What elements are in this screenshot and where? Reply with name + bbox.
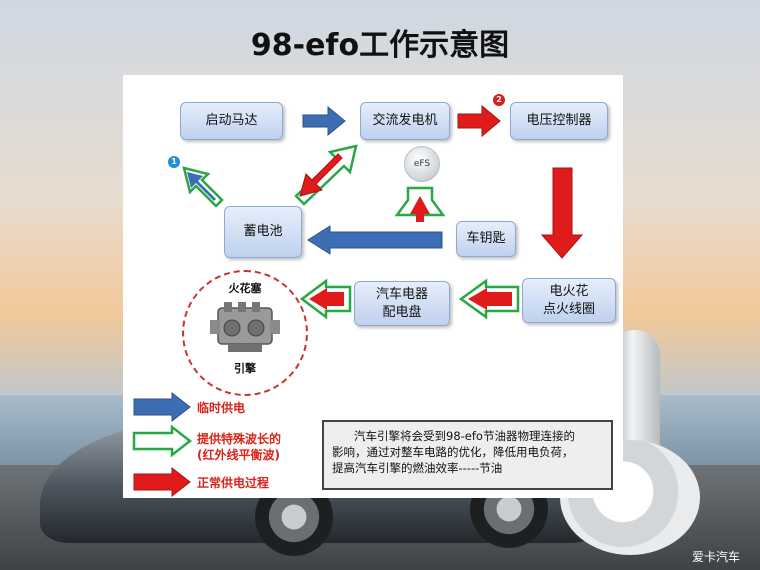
box-alternator-label: 交流发电机 (372, 113, 438, 128)
arrow-battery-to-alternator-green (294, 144, 358, 206)
box-starter-motor: 启动马达 (180, 102, 283, 140)
arrow-key-to-battery (307, 225, 443, 255)
arrow-battery-to-badge1-blue (187, 172, 216, 201)
arrow-regulator-to-ignition (540, 167, 584, 259)
box-ignition-coil: 电火花 点火线圈 (522, 278, 616, 323)
legend-green-arrow (132, 424, 193, 458)
arrow-alternator-to-battery (299, 153, 343, 197)
box-alternator: 交流发电机 (360, 102, 450, 140)
arrow-key-to-efs-green (394, 186, 446, 217)
box-battery-label: 蓄电池 (243, 224, 283, 239)
badge-two: 2 (493, 94, 505, 106)
efs-device: eFS (404, 146, 440, 182)
box-ignition-coil-line2: 点火线圈 (542, 301, 595, 317)
box-starter-motor-label: 启动马达 (205, 113, 258, 128)
box-car-key: 车钥匙 (456, 221, 516, 257)
arrow-alternator-to-regulator (457, 104, 501, 138)
spark-plug-label: 火花塞 (228, 282, 262, 295)
note-line3: 提高汽车引擎的燃油效率-----节油 (332, 461, 503, 475)
box-distributor-line2: 配电盘 (382, 304, 422, 320)
box-battery: 蓄电池 (224, 206, 302, 258)
box-ignition-coil-line1: 电火花 (549, 283, 589, 299)
legend-green-label-line1: 提供特殊波长的 (197, 432, 282, 446)
watermark: 爱卡汽车 (692, 550, 741, 564)
box-distributor-line1: 汽车电器 (375, 286, 428, 302)
arrow-starter-to-alternator (302, 105, 346, 137)
badge-one: 1 (168, 156, 180, 168)
arrow-ignition-to-distributor-red (468, 288, 512, 310)
legend-red-label: 正常供电过程 (197, 476, 270, 490)
engine-circle: 火花塞 引擎 (182, 270, 308, 396)
arrow-key-to-efs-red (410, 196, 430, 222)
legend-green-label-line2: (红外线平衡波) (197, 448, 280, 462)
arrow-distributor-to-engine-red (309, 288, 344, 310)
explanation-note: 汽车引擎将会受到98-efo节油器物理连接的 影响，通过对整车电路的优化，降低用… (322, 420, 613, 490)
arrow-battery-to-badge1-green (182, 166, 224, 208)
note-line2: 影响，通过对整车电路的优化，降低用电负荷， (332, 445, 574, 459)
engine-label: 引擎 (234, 362, 256, 375)
box-car-key-label: 车钥匙 (466, 231, 506, 246)
legend-blue-arrow (133, 391, 191, 423)
note-line1: 汽车引擎将会受到98-efo节油器物理连接的 (354, 429, 575, 443)
page-title: 98-efo工作示意图 (250, 28, 510, 63)
box-voltage-regulator-label: 电压控制器 (526, 113, 592, 128)
legend-red-arrow (133, 466, 191, 498)
box-distributor: 汽车电器 配电盘 (354, 281, 450, 326)
arrow-ignition-to-distributor-green (458, 278, 520, 320)
legend-blue-label: 临时供电 (197, 401, 246, 415)
box-voltage-regulator: 电压控制器 (510, 102, 608, 140)
engine-icon (210, 302, 280, 352)
arrow-distributor-to-engine-green (299, 278, 352, 320)
